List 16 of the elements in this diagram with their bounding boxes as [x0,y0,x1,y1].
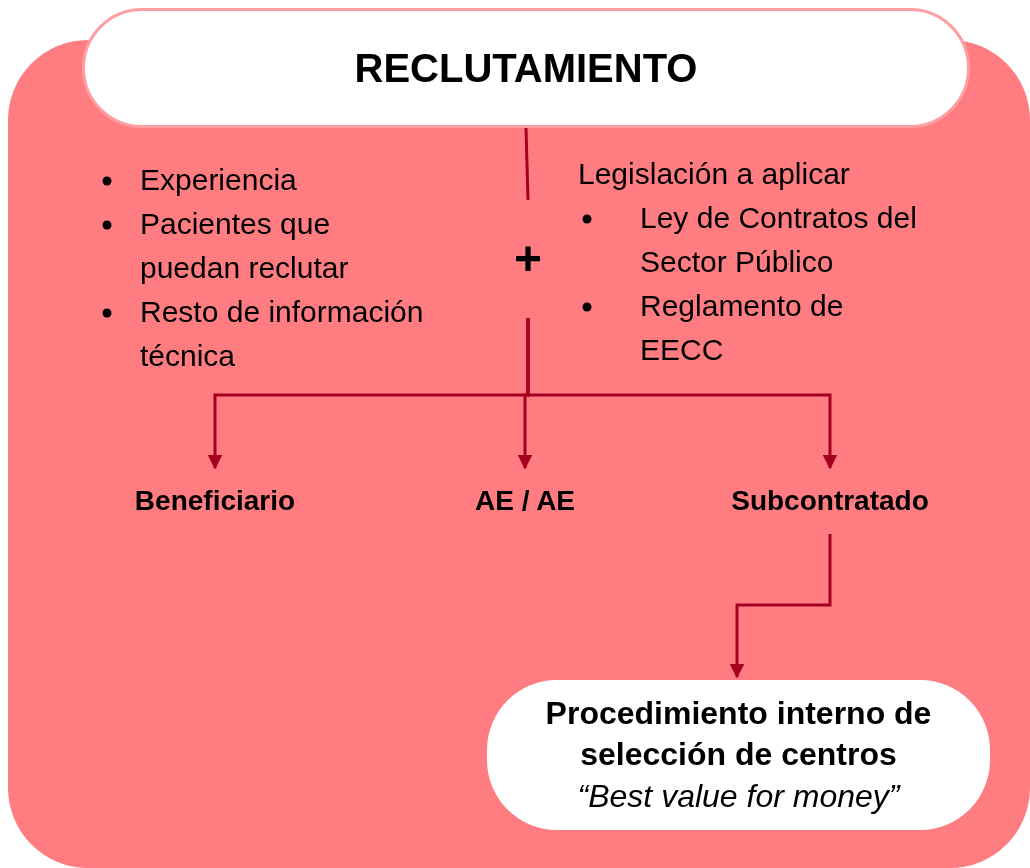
arrow [729,534,832,679]
plus-sign: + [506,200,550,318]
arrow [526,318,838,470]
connector-line [524,127,530,201]
bullet-item: Reglamento de EECC [640,289,844,366]
title-box: RECLUTAMIENTO [82,8,970,128]
bullet-item: Pacientes que puedan reclutar [140,207,349,284]
box-heading: Procedimiento interno de selección de centros [544,693,933,775]
node-label: AE / AE [430,478,620,524]
node-label: Beneficiario [95,478,335,524]
node-label: Subcontratado [700,478,960,524]
box-quote: “Best value for money” [577,776,900,816]
list-heading: Legislación a aplicar [578,156,851,192]
bullet-item: Ley de Contratos del Sector Público [640,201,917,278]
bullet-item: Experiencia [140,163,297,196]
bullet-item: Resto de información técnica [140,295,424,372]
